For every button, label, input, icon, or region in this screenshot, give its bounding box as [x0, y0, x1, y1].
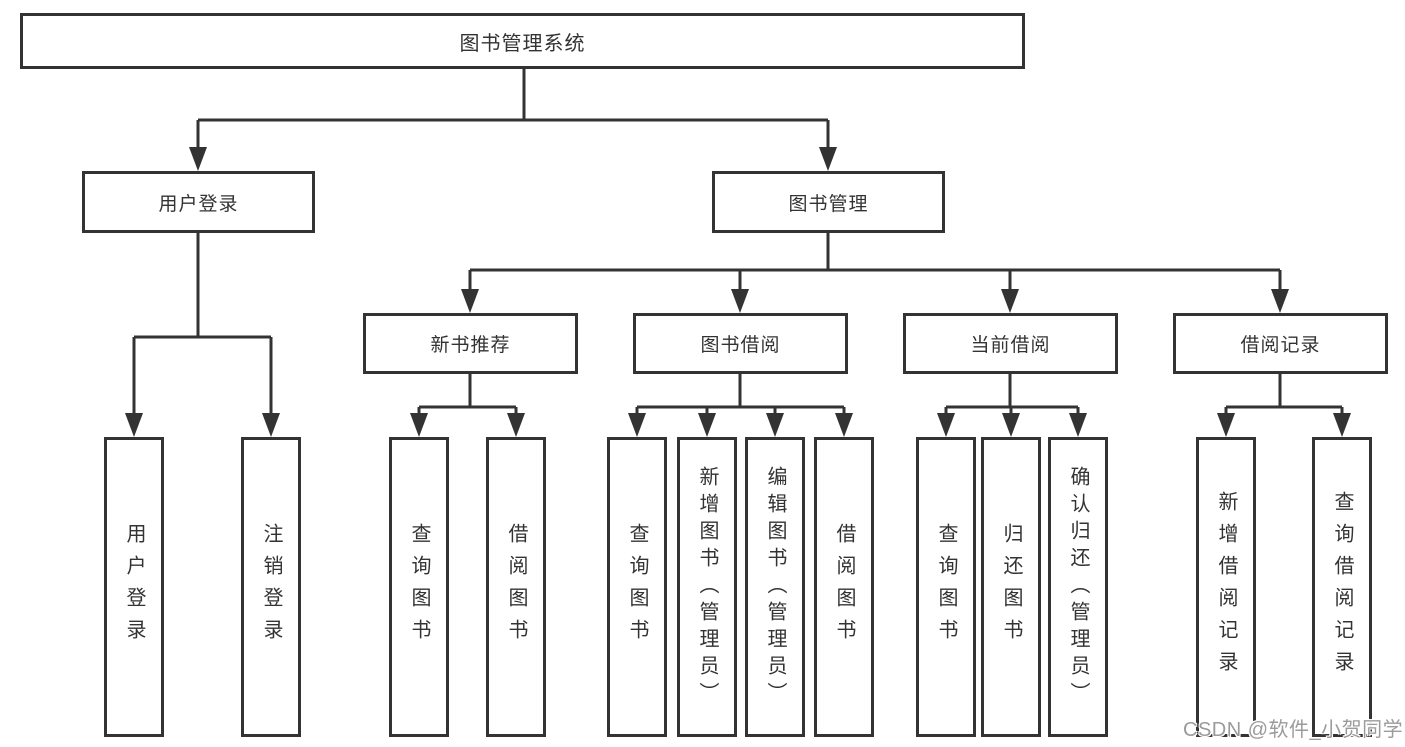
arrowheads [125, 147, 1351, 437]
csdn-watermark: CSDN @软件_小贺同学 [1183, 719, 1404, 741]
node-current-borrow: 当前借阅 [903, 313, 1118, 374]
node-book-management-system: 图书管理系统 [20, 13, 1025, 69]
node-borrow-records: 借阅记录 [1173, 313, 1388, 374]
node-book-management: 图书管理 [712, 171, 945, 233]
leaf-newbook-borrow-books: 借阅图书 [486, 437, 546, 737]
leaf-logout: 注销登录 [241, 437, 301, 737]
leaf-records-query-borrow-record: 查询借阅记录 [1312, 437, 1372, 737]
leaf-current-return-books: 归还图书 [981, 437, 1041, 737]
node-book-borrow: 图书借阅 [633, 313, 848, 374]
leaf-borrow-add-books-admin: 新增图书（管理员） [677, 437, 737, 737]
leaf-current-query-books: 查询图书 [916, 437, 976, 737]
leaf-borrow-query-books: 查询图书 [607, 437, 667, 737]
leaf-current-confirm-return-admin: 确认归还（管理员） [1048, 437, 1108, 737]
leaf-user-login: 用户登录 [104, 437, 164, 737]
node-new-book-recommend: 新书推荐 [363, 313, 578, 374]
node-user-login: 用户登录 [82, 171, 315, 233]
leaf-newbook-query-books: 查询图书 [389, 437, 449, 737]
leaf-records-add-borrow-record: 新增借阅记录 [1196, 437, 1256, 737]
leaf-borrow-edit-books-admin: 编辑图书（管理员） [745, 437, 805, 737]
leaf-borrow-borrow-books: 借阅图书 [814, 437, 874, 737]
